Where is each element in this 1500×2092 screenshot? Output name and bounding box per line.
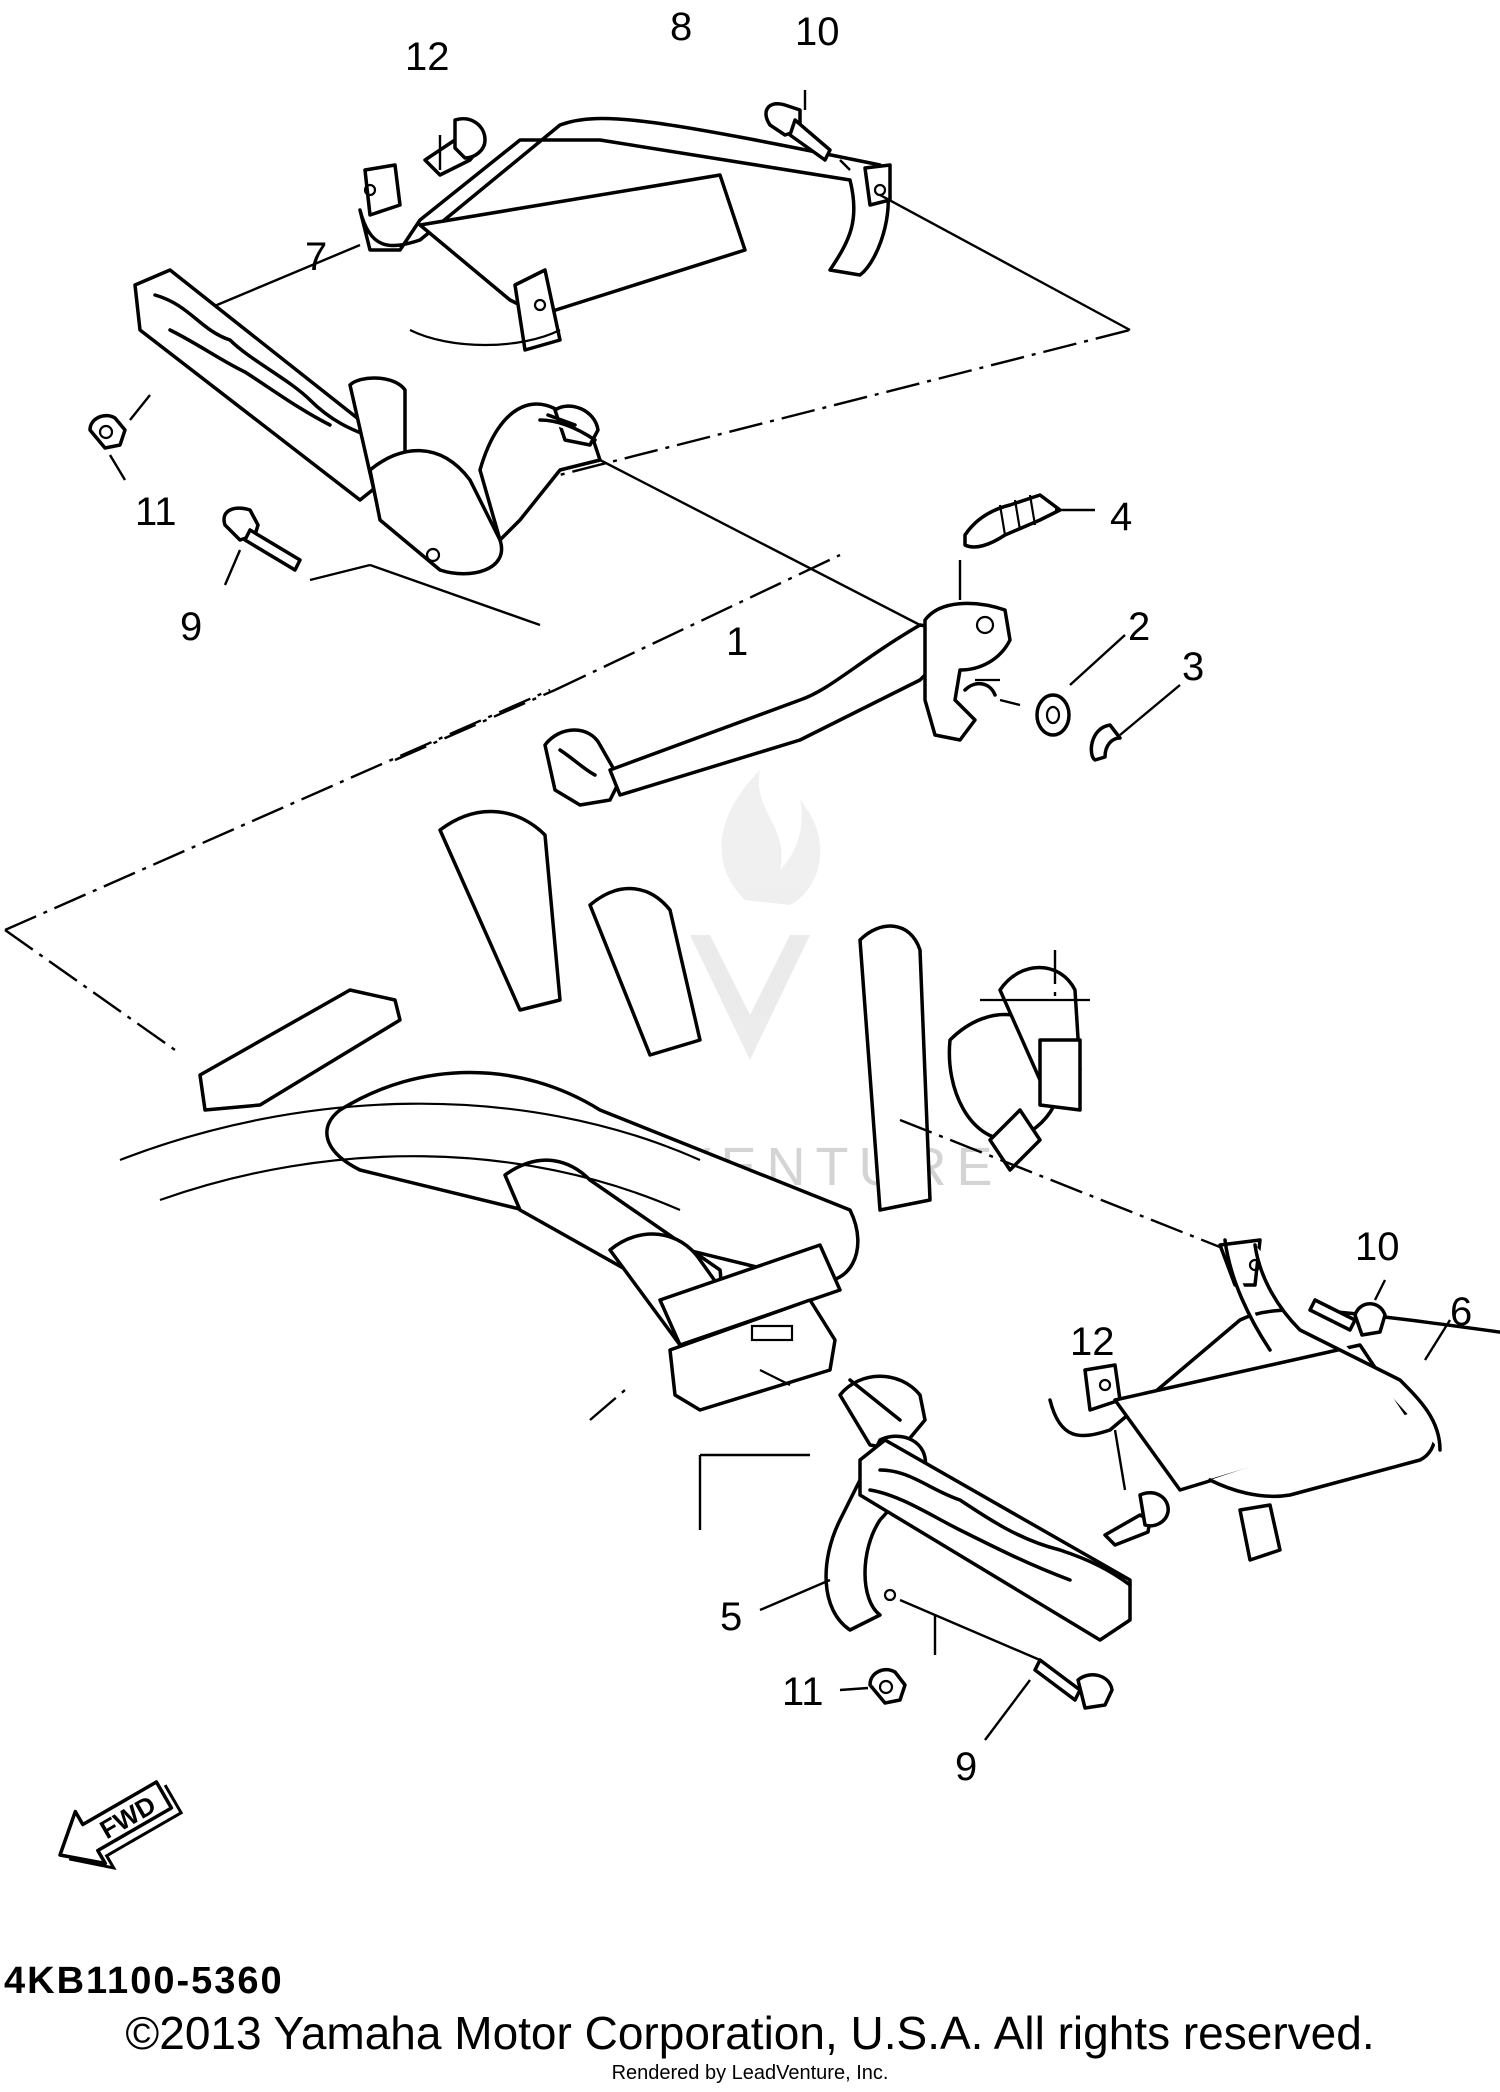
fwd-arrow: FWD (58, 1780, 184, 1871)
part-9-bolt-upper (222, 506, 302, 586)
fasteners (88, 90, 1387, 1741)
callout-3: 3 (1182, 645, 1204, 689)
part-3-clip (1089, 684, 1181, 762)
callout-12-lower: 12 (1070, 1320, 1115, 1364)
assembly-lines (4, 328, 1241, 1421)
callout-10-lower: 10 (1355, 1225, 1400, 1269)
part-5-footrest (698, 1374, 1132, 1662)
callout-7: 7 (305, 235, 327, 279)
callout-1: 1 (726, 620, 748, 664)
part-4-spring (963, 493, 1095, 549)
part-12-bolt-upper (423, 117, 487, 177)
part-12-bolt-lower (1103, 1429, 1170, 1547)
callout-10-upper: 10 (795, 10, 840, 54)
callout-11-upper: 11 (135, 490, 177, 534)
part-11-nut-upper (88, 413, 127, 481)
part-2-washer (1035, 634, 1126, 737)
callout-2: 2 (1128, 605, 1150, 649)
copyright-notice: ©2013 Yamaha Motor Corporation, U.S.A. A… (125, 2007, 1375, 2059)
part-9-bolt-lower (984, 1658, 1114, 1741)
part-1-brake-pedal (543, 560, 1021, 807)
callout-8: 8 (670, 5, 692, 49)
part-6-bar (1048, 1238, 1500, 1562)
fwd-arrow-icon (58, 1780, 174, 1866)
part-10-bolt-lower (1308, 1279, 1387, 1337)
part-7-footrest (129, 268, 921, 627)
callout-5: 5 (720, 1595, 742, 1639)
callouts: 1 2 3 4 5 6 7 8 9 9 10 10 11 11 12 12 (135, 5, 1472, 1789)
diagram-code: 4KB1100-5360 (4, 1960, 284, 2002)
rendered-by-notice: Rendered by LeadVenture, Inc. (611, 2062, 889, 2084)
frame-section (119, 809, 1090, 1412)
callout-6: 6 (1450, 1290, 1472, 1334)
part-11-nut-lower (839, 1667, 907, 1705)
callout-11-lower: 11 (782, 1670, 824, 1714)
part-10-bolt-upper (764, 90, 851, 171)
callout-12-upper: 12 (405, 35, 450, 79)
flame-v-logo-icon (690, 770, 821, 1060)
callout-9-upper: 9 (180, 605, 202, 649)
part-8-bar (204, 116, 1131, 352)
callout-4: 4 (1110, 495, 1132, 539)
callout-9-lower: 9 (955, 1745, 977, 1789)
